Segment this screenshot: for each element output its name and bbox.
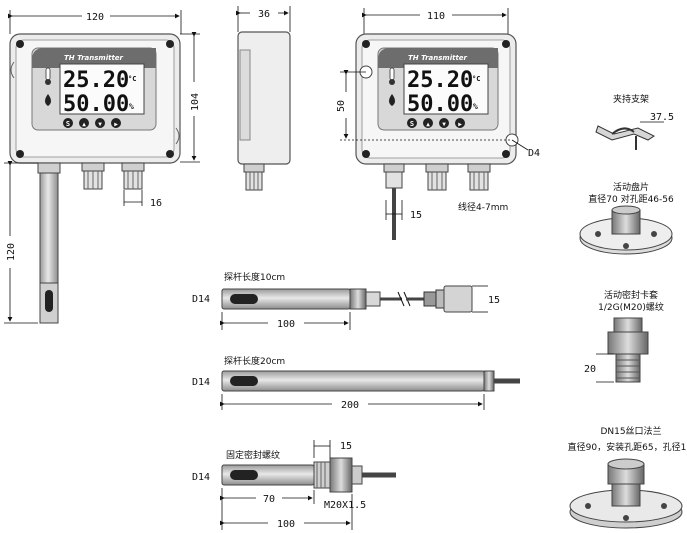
probe-threaded-diameter: D14 [192,472,210,483]
temperature-readout: 25.20 [63,68,129,93]
water-drop-icon [45,94,51,106]
probe-10cm-length: 100 [277,319,295,330]
sleeve-title: 活动密封卡套 [604,289,658,301]
wall-thermometer-icon [389,67,395,85]
accessory-flange-disk: 活动盘片 直径70 对孔距46-56 [579,181,674,255]
probe-20cm-length: 200 [341,400,359,411]
wall-humidity-readout: 50.00 [407,92,473,117]
svg-text:▼: ▼ [98,121,102,128]
probe-threaded-length-b: 100 [277,519,295,530]
sleeve-subtitle: 1/2G(M20)螺纹 [598,301,664,313]
humidity-readout: 50.00 [63,92,129,117]
up-button[interactable] [79,118,89,128]
thermometer-icon [45,67,51,85]
side-width-dim: 36 [258,9,270,20]
cable-glands [81,162,145,190]
wall-cable-dim: 15 [410,210,422,221]
svg-text:▶: ▶ [458,121,462,128]
front-buttons: S ▲ ▼ ▶ [63,118,121,128]
probe-10cm-cable-dim: 15 [488,295,500,306]
probe-threaded: 固定密封螺纹 D14 15 M20X1.5 70 100 [192,440,396,530]
clamp-title: 夹持支架 [613,93,649,105]
probe-threaded-thread: M20X1.5 [324,500,366,511]
wall-height-dim: 50 [336,100,347,112]
probe-20cm-label: 探杆长度20cm [224,355,285,367]
wall-water-drop-icon [389,94,395,106]
svg-text:%: % [473,102,478,111]
probe-10cm: 探杆长度10cm D14 15 100 [192,271,500,330]
disk-title: 活动盘片 [613,181,649,193]
svg-text:▲: ▲ [426,121,430,128]
svg-text:S: S [66,120,70,128]
front-width-dim: 120 [86,12,104,23]
humidity-unit: % [129,102,134,111]
set-button[interactable] [63,118,73,128]
wall-width-dim: 110 [427,11,445,22]
probe-20cm: 探杆长度20cm D14 200 [192,355,520,411]
disk-subtitle: 直径70 对孔距46-56 [588,193,674,205]
svg-text:°C: °C [472,75,480,83]
probe-10cm-label: 探杆长度10cm [224,271,285,283]
flange-subtitle: 直径90，安装孔距65，孔径1 [568,441,687,453]
panel-title: TH Transmitter [64,54,124,62]
temperature-unit: °C [128,75,136,83]
cable-range-label: 线径4-7mm [458,201,508,213]
right-button[interactable] [111,118,121,128]
probe-threaded-length-a: 70 [263,494,275,505]
svg-text:▼: ▼ [442,121,446,128]
flange-title: DN15丝口法兰 [600,425,661,437]
wall-temperature-readout: 25.20 [407,68,473,93]
mount-hole-dim: D4 [528,148,540,159]
accessory-clamp: 夹持支架 37.5 [595,93,674,150]
wall-panel-title: TH Transmitter [408,54,468,62]
probe-20cm-diameter: D14 [192,377,210,388]
front-height-dim: 104 [190,93,201,111]
svg-text:S: S [410,120,414,128]
down-button[interactable] [95,118,105,128]
accessory-sealing-sleeve: 活动密封卡套 1/2G(M20)螺纹 20 [584,289,664,383]
svg-text:▲: ▲ [82,121,86,128]
front-view: 120 104 TH Transmitter 25.20 °C 50.00 % [4,10,201,324]
probe-threaded-nut-dim: 15 [340,441,352,452]
accessory-dn15-flange: DN15丝口法兰 直径90，安装孔距65，孔径1 [568,425,687,529]
wall-view: 110 50 D4 TH Transmitter 25.20 °C 50.00 … [336,8,540,240]
svg-text:▶: ▶ [114,121,118,128]
probe-threaded-label: 固定密封螺纹 [226,449,280,461]
gland-dim: 16 [150,198,162,209]
side-view: 36 [236,6,291,191]
clamp-dim: 37.5 [650,112,674,123]
probe-length-dim: 120 [6,243,17,261]
sleeve-dim: 20 [584,364,596,375]
probe-10cm-diameter: D14 [192,294,210,305]
